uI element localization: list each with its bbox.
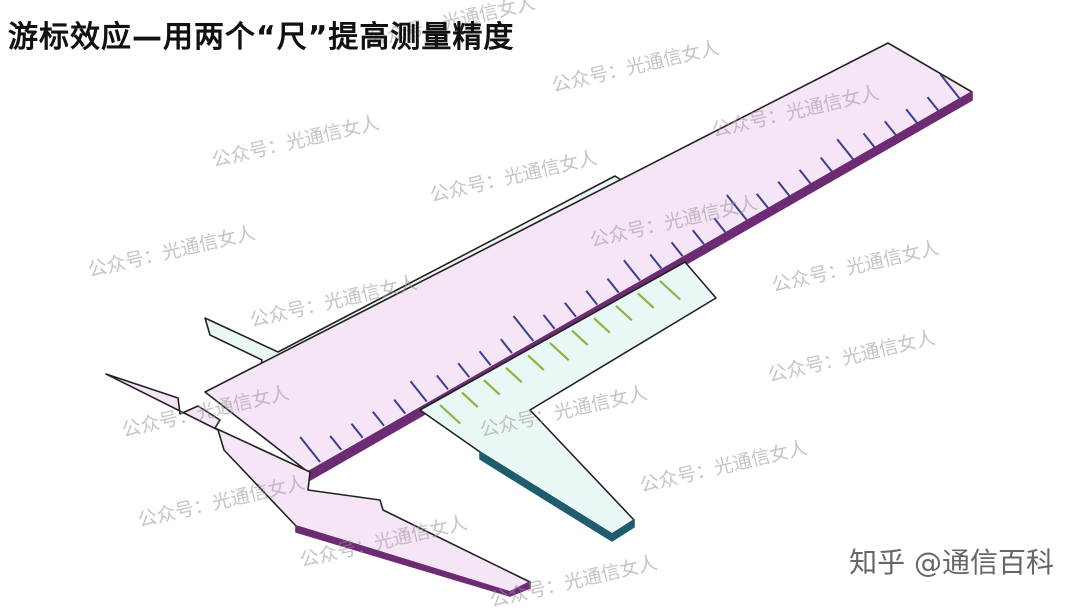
- page-title: 游标效应—用两个“尺”提高测量精度: [8, 20, 515, 55]
- main-scale-tick: [606, 277, 620, 294]
- main-scale-tick: [649, 253, 663, 270]
- vernier-scale-tick: [593, 317, 611, 334]
- vernier-scale-ticks: [439, 280, 681, 425]
- main-scale-tick: [926, 96, 940, 112]
- vernier-scale-tick: [505, 366, 523, 384]
- main-scale-tick: [798, 169, 812, 185]
- vernier-scale-tick: [615, 304, 633, 322]
- main-scale-tick: [372, 411, 385, 427]
- main-scale-tick: [836, 138, 855, 161]
- main-scale-tick: [393, 398, 407, 415]
- main-scale-tick: [457, 362, 471, 378]
- main-scale-tick: [542, 314, 556, 330]
- main-scale-tick: [692, 229, 705, 245]
- footer-credit: 知乎 @通信百科: [849, 546, 1054, 579]
- main-scale-tick: [409, 380, 428, 403]
- main-scale-fixed-jaw: [105, 373, 531, 593]
- main-scale-tick: [726, 194, 748, 221]
- main-scale-tick: [713, 217, 727, 233]
- main-scale-tick: [884, 120, 897, 136]
- main-scale-tick: [862, 132, 876, 149]
- main-scale-tick: [670, 241, 684, 257]
- main-scale-tick: [350, 423, 364, 439]
- main-scale-tick: [585, 290, 599, 306]
- main-scale-beam: [204, 42, 973, 473]
- vernier-scale-tick: [439, 404, 461, 425]
- main-scale-tick: [623, 259, 641, 282]
- main-scale-tick: [820, 156, 833, 173]
- vernier-scale-tick: [483, 379, 501, 396]
- main-scale-tick: [905, 108, 919, 124]
- main-scale-tick: [939, 73, 961, 100]
- main-scale-tick: [299, 436, 321, 463]
- vernier-scale-tick: [659, 280, 681, 301]
- main-scale-tick: [500, 338, 513, 354]
- main-scale-tick: [478, 350, 492, 366]
- vernier-scale-tick: [527, 354, 545, 371]
- main-scale-tick: [436, 374, 449, 391]
- main-scale-tick: [564, 302, 577, 318]
- main-scale-ticks: [299, 73, 961, 463]
- vernier-scale-tick: [461, 391, 479, 408]
- fixed-jaw-edge: [295, 525, 531, 597]
- main-scale-tick: [329, 435, 343, 451]
- main-scale-tick: [777, 181, 791, 197]
- vernier-scale-tick: [549, 342, 570, 362]
- vernier-scale-tick: [637, 292, 655, 309]
- main-scale-tick: [512, 315, 535, 342]
- vernier-body-edge: [479, 451, 635, 542]
- main-scale-tick: [756, 193, 769, 209]
- vernier-scale-tick: [571, 329, 589, 346]
